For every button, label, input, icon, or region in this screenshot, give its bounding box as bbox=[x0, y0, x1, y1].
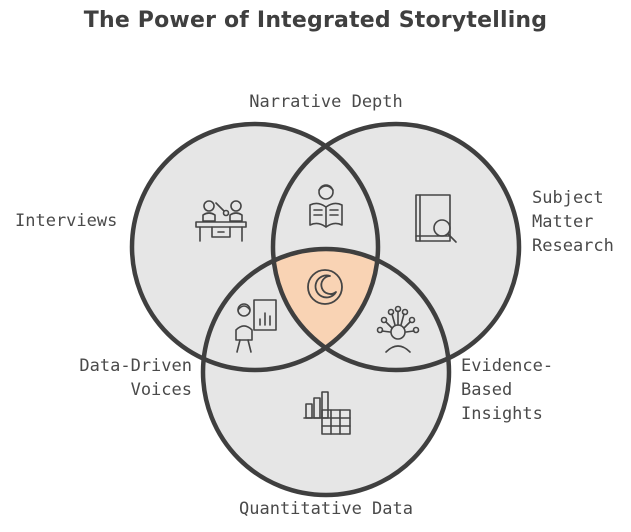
label-quantitative-data: Quantitative Data bbox=[239, 499, 413, 519]
label-subject-matter-research: Subject Matter Research bbox=[532, 188, 614, 256]
circle-subject-research-outline bbox=[270, 121, 522, 373]
interview-microphones-icon bbox=[195, 200, 247, 242]
circle-quantitative-data-outline bbox=[200, 246, 452, 498]
person-network-icon bbox=[376, 305, 420, 353]
crescent-moon-icon bbox=[307, 269, 343, 305]
bar-chart-table-icon bbox=[303, 391, 351, 435]
book-magnifier-icon bbox=[415, 194, 457, 243]
presenter-chart-icon bbox=[235, 299, 277, 353]
person-reading-icon bbox=[309, 184, 343, 228]
label-interviews: Interviews bbox=[15, 211, 118, 231]
diagram-title: The Power of Integrated Storytelling bbox=[83, 8, 548, 33]
circle-quantitative-data bbox=[203, 249, 449, 495]
label-narrative-depth: Narrative Depth bbox=[249, 92, 403, 112]
circle-narrative-depth-outline bbox=[129, 121, 381, 373]
label-evidence-based-insights: Evidence- Based Insights bbox=[461, 356, 554, 424]
label-data-driven-voices: Data-Driven Voices bbox=[79, 356, 192, 400]
